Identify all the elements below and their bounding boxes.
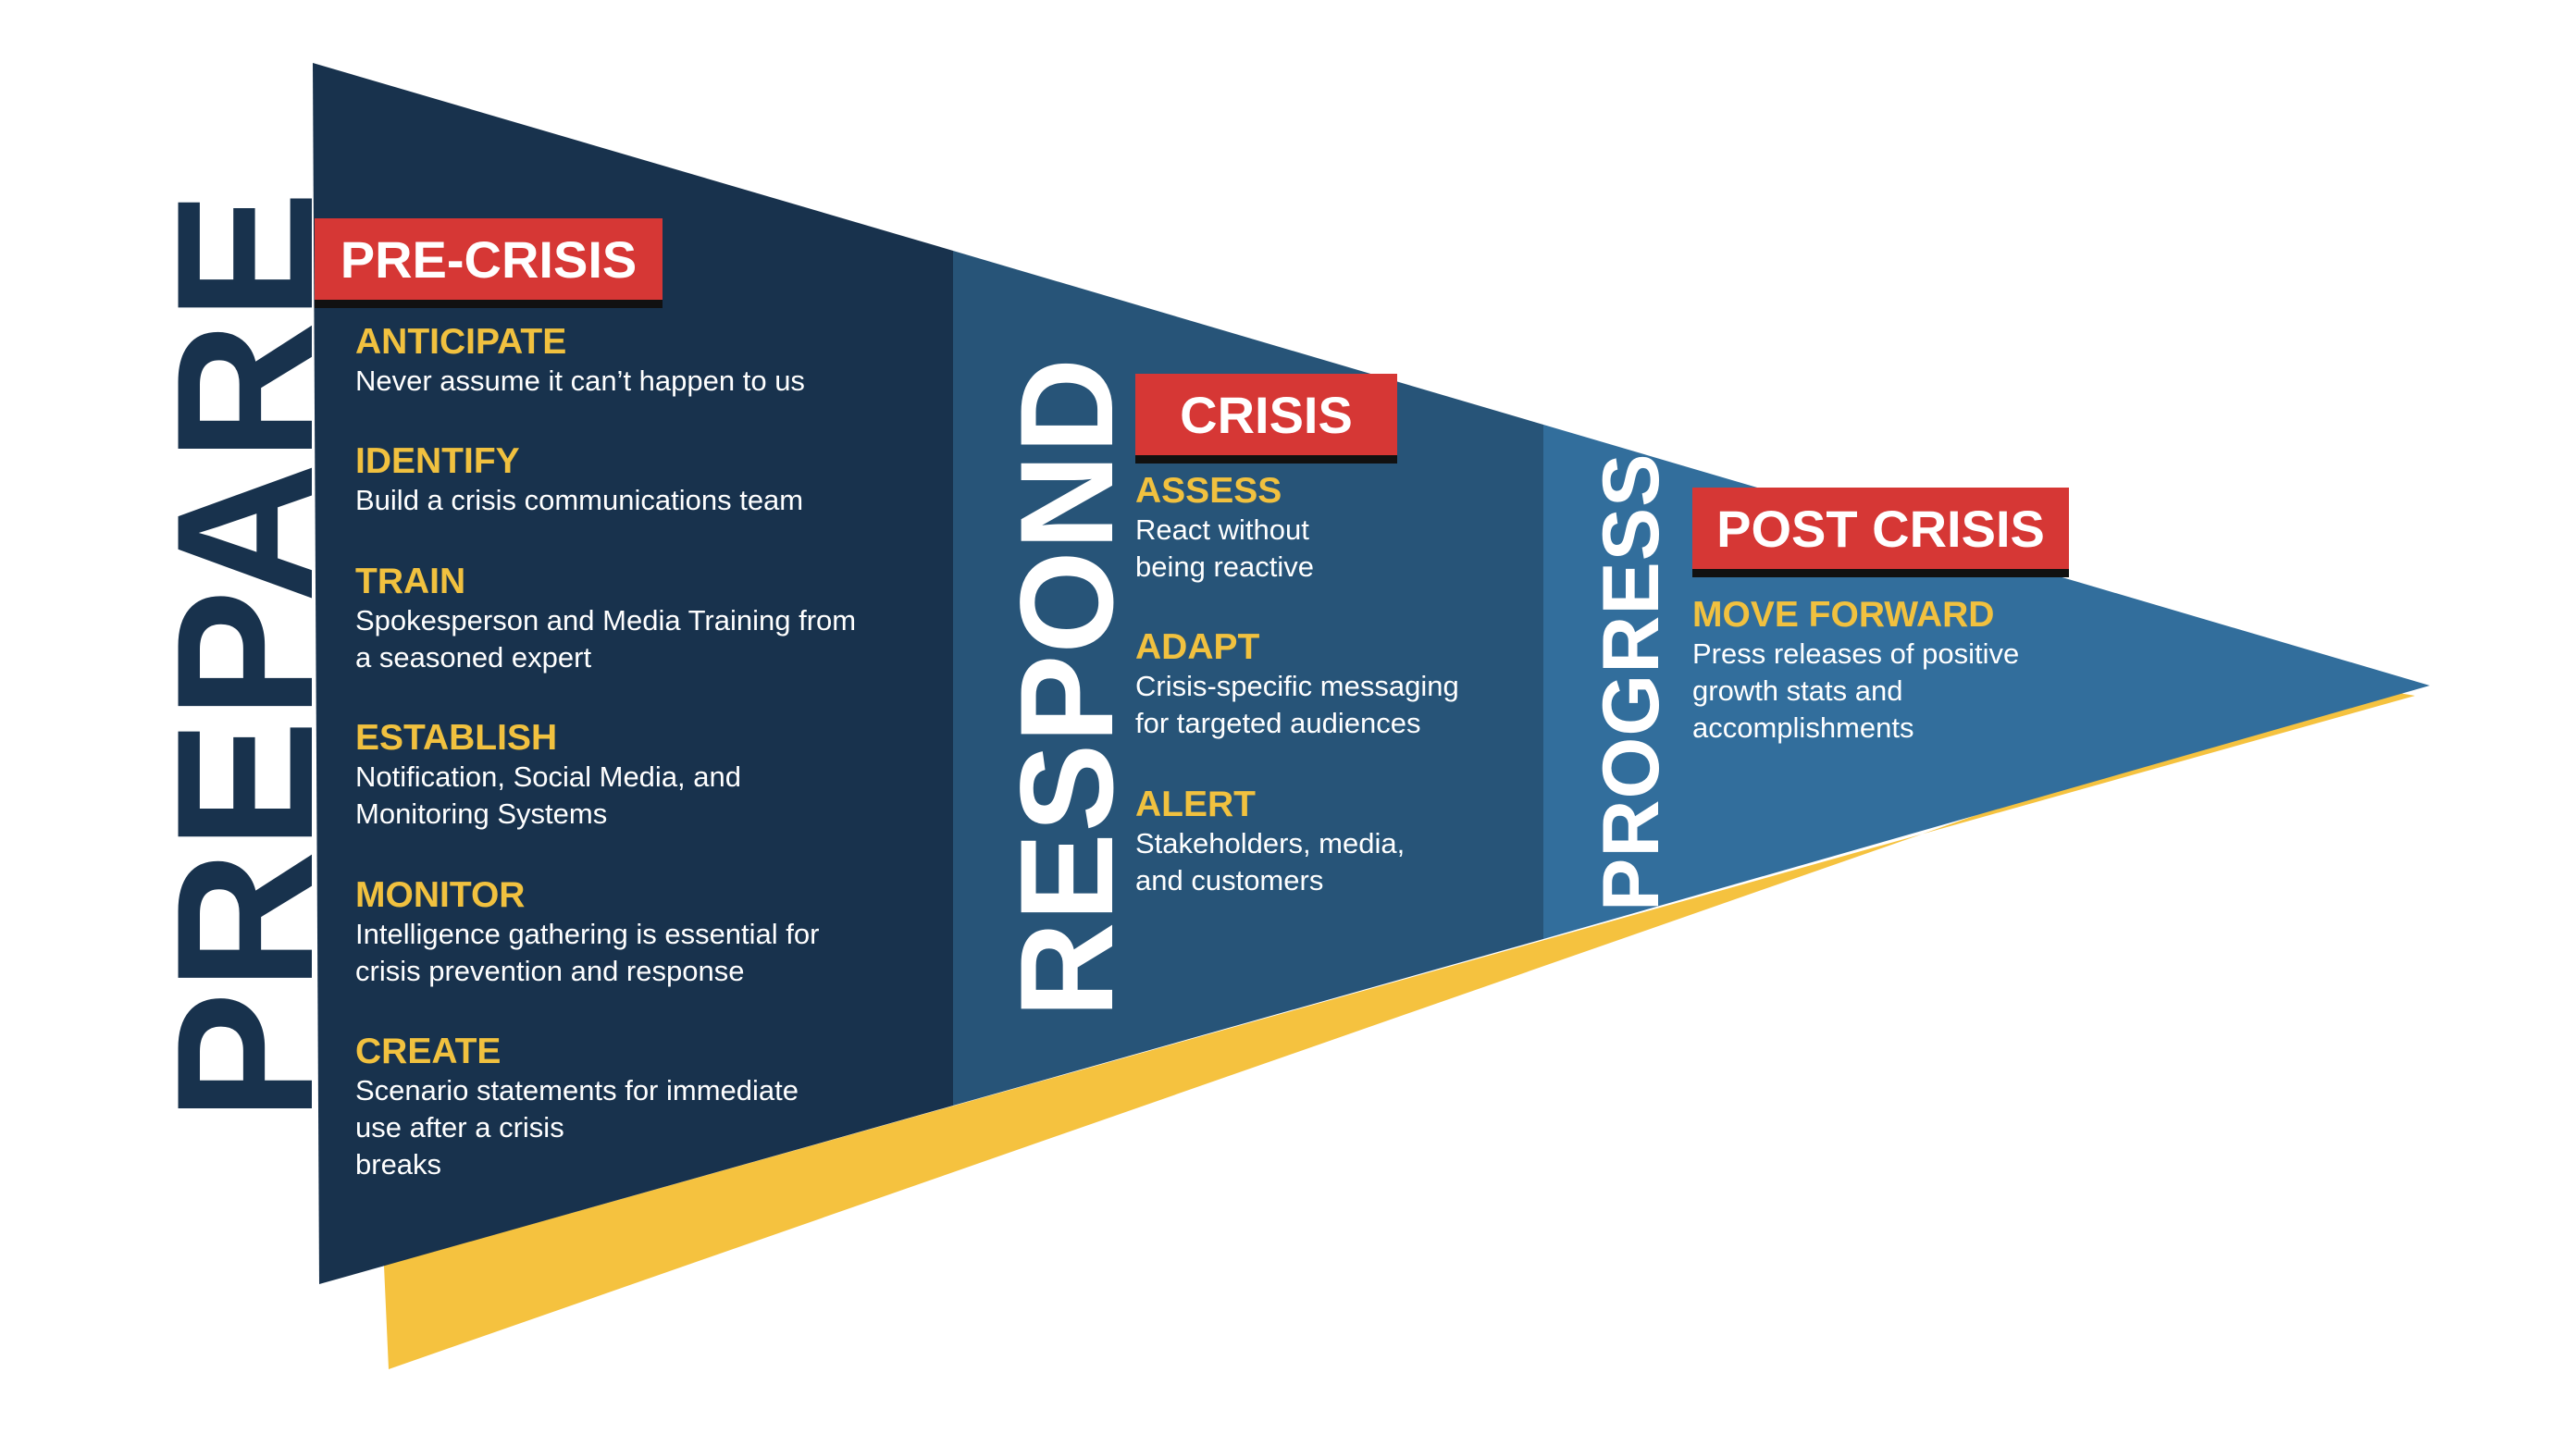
pre-crisis-item-create: CREATE Scenario statements for immediate… (355, 1032, 920, 1183)
prepare-panel (313, 63, 953, 1284)
item-heading: ALERT (1135, 785, 1256, 824)
item-heading: IDENTIFY (355, 441, 520, 481)
item-description: Spokesperson and Media Training from a s… (355, 604, 857, 674)
item-description: Intelligence gathering is essential for … (355, 918, 820, 987)
pre-crisis-item-monitor: MONITOR Intelligence gathering is essent… (355, 875, 920, 990)
item-heading: ADAPT (1135, 627, 1260, 667)
item-heading: ANTICIPATE (355, 322, 567, 362)
item-description: Build a crisis communications team (355, 484, 804, 516)
item-heading: ASSESS (1135, 471, 1282, 511)
post-crisis-item-move-forward: MOVE FORWARD Press releases of positive … (1692, 595, 2127, 747)
item-description: Scenario statements for immediate use af… (355, 1074, 799, 1181)
item-description: Stakeholders, media, and customers (1135, 827, 1406, 896)
item-description: Crisis-specific messaging for targeted a… (1135, 670, 1459, 739)
item-description: Never assume it can’t happen to us (355, 365, 805, 397)
item-description: React without being reactive (1135, 513, 1315, 583)
pre-crisis-item-establish: ESTABLISH Notification, Social Media, an… (355, 718, 920, 833)
stage-tag-post-crisis: POST CRISIS (1692, 488, 2069, 569)
pre-crisis-item-identify: IDENTIFY Build a crisis communications t… (355, 441, 920, 519)
item-heading: TRAIN (355, 562, 466, 601)
item-heading: CREATE (355, 1032, 502, 1071)
item-heading: MOVE FORWARD (1692, 595, 1995, 635)
phase-label-progress: PROGRESS (1587, 452, 1676, 911)
stage-tag-pre-crisis: PRE-CRISIS (315, 218, 663, 300)
crisis-item-alert: ALERT Stakeholders, media, and customers (1135, 785, 1542, 899)
item-heading: MONITOR (355, 875, 526, 915)
crisis-item-assess: ASSESS React without being reactive (1135, 471, 1542, 586)
stage-tag-crisis: CRISIS (1135, 374, 1397, 455)
pre-crisis-item-anticipate: ANTICIPATE Never assume it can’t happen … (355, 322, 920, 400)
item-description: Press releases of positive growth stats … (1692, 637, 2020, 744)
crisis-item-adapt: ADAPT Crisis-specific messaging for targ… (1135, 627, 1542, 742)
pre-crisis-item-train: TRAIN Spokesperson and Media Training fr… (355, 562, 920, 676)
item-description: Notification, Social Media, and Monitori… (355, 760, 742, 830)
item-heading: ESTABLISH (355, 718, 558, 758)
respond-panel (953, 251, 1543, 1106)
phase-label-prepare: PREPARE (136, 190, 353, 1121)
phase-label-respond: RESPOND (994, 356, 1141, 1018)
